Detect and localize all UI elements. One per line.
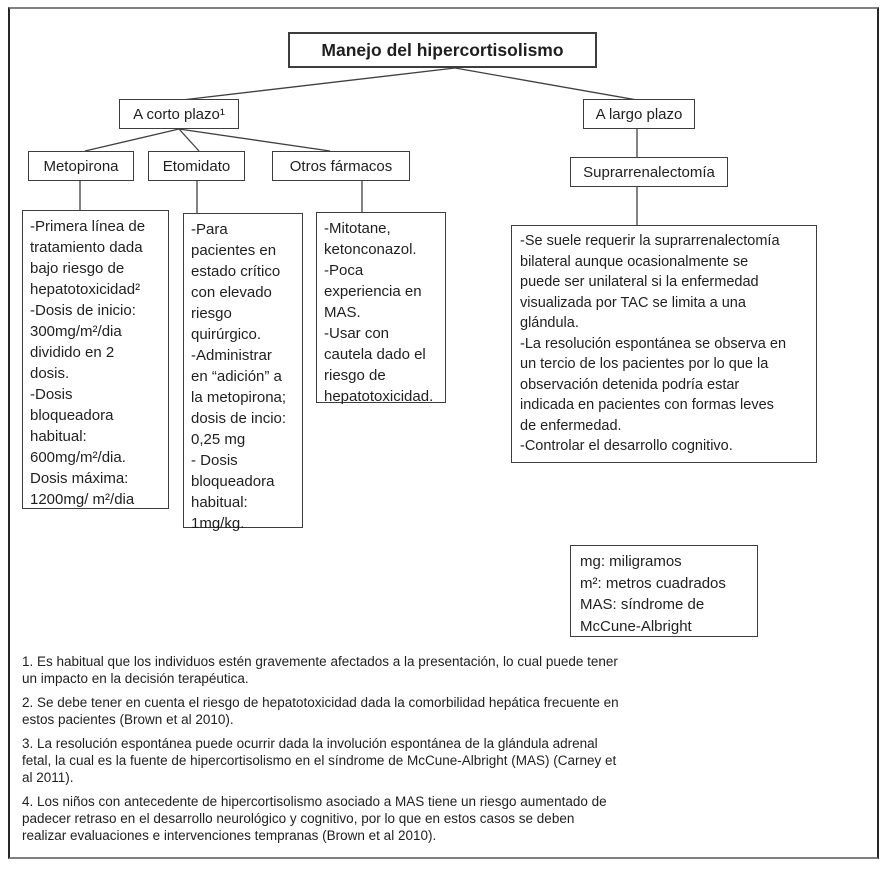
footnote-3: 3. La resolución espontánea puede ocurri… (22, 736, 617, 785)
detail-otros-farmacos: -Mitotane, ketonconazol. -Poca experienc… (316, 212, 446, 405)
node-largo-plazo: A largo plazo (583, 99, 695, 129)
node-otros-farmacos: Otros fármacos (272, 151, 410, 181)
abbreviation-legend: mg: miligramos m²: metros cuadrados MAS:… (570, 545, 758, 637)
detail-suprarrenalectomia: -Se suele requerir la suprarrenalectomía… (511, 225, 817, 463)
footnote-1: 1. Es habitual que los individuos estén … (22, 654, 618, 686)
detail-metopirona: -Primera línea de tratamiento dada bajo … (22, 210, 169, 509)
diagram-title: Manejo del hipercortisolismo (288, 32, 597, 68)
footnotes: 1. Es habitual que los individuos estén … (22, 653, 622, 851)
detail-etomidato: -Para pacientes en estado crítico con el… (183, 213, 303, 532)
node-metopirona: Metopirona (28, 151, 134, 181)
footnote-4: 4. Los niños con antecedente de hipercor… (22, 794, 607, 843)
node-etomidato: Etomidato (148, 151, 245, 181)
node-corto-plazo: A corto plazo¹ (119, 99, 239, 129)
footnote-2: 2. Se debe tener en cuenta el riesgo de … (22, 695, 619, 727)
node-suprarrenalectomia: Suprarrenalectomía (570, 157, 728, 187)
